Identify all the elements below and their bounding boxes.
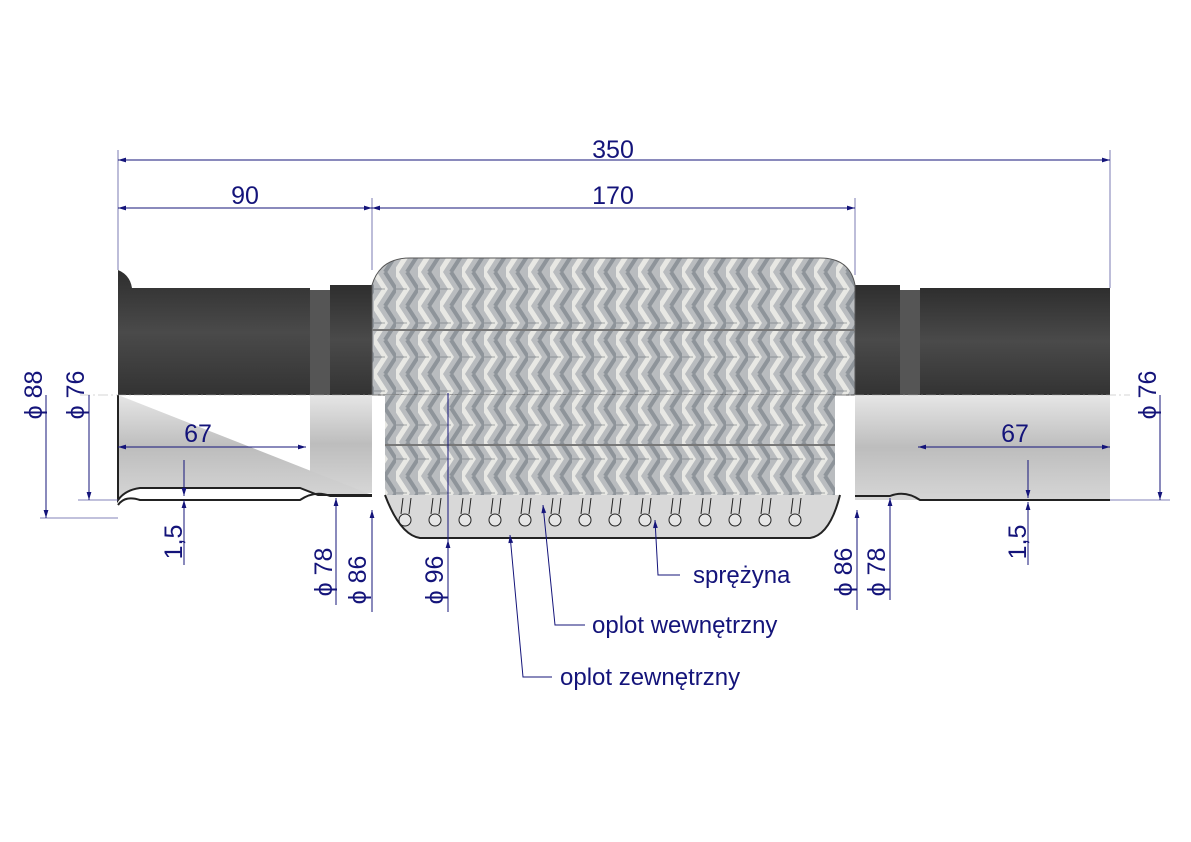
spring-coil <box>488 513 502 527</box>
callout-inner-braid: oplot wewnętrzny <box>592 612 777 639</box>
spring-coil <box>668 513 682 527</box>
spring-coil-leg <box>640 497 652 515</box>
spring-coil <box>698 513 712 527</box>
spring-coil-leg <box>760 497 772 515</box>
spring-coil <box>398 513 412 527</box>
spring-coil-leg <box>490 497 502 515</box>
dim-right-inner-sleeve-dia: ϕ 78 <box>863 548 891 597</box>
dim-left-inner-sleeve-dia: ϕ 78 <box>310 548 338 597</box>
dim-right-pipe-dia: ϕ 76 <box>1134 371 1162 420</box>
dim-braid-dia: ϕ 96 <box>421 556 449 605</box>
spring-coil-leg <box>730 497 742 515</box>
dim-braided-length: 170 <box>592 182 634 210</box>
spring-coil <box>758 513 772 527</box>
spring-coil-leg <box>550 497 562 515</box>
spring-coil-leg <box>520 497 532 515</box>
spring-coil-leg <box>670 497 682 515</box>
spring-coil <box>638 513 652 527</box>
dim-left-wall: 1,5 <box>160 525 188 560</box>
spring-coil-leg <box>400 497 412 515</box>
spring-coil <box>548 513 562 527</box>
spring-coil <box>578 513 592 527</box>
dim-left-outer-sleeve-dia: ϕ 86 <box>344 556 372 605</box>
dim-overall-length: 350 <box>592 136 634 164</box>
dim-right-wall: 1,5 <box>1004 525 1032 560</box>
dim-left-pipe-dia: ϕ 76 <box>62 371 90 420</box>
spring-coil <box>458 513 472 527</box>
spring-coil <box>608 513 622 527</box>
dim-left-inner-length: 67 <box>184 420 212 448</box>
dimension-lines <box>43 157 1163 678</box>
spring-coil-leg <box>610 497 622 515</box>
spring-coil <box>428 513 442 527</box>
spring-coil-leg <box>790 497 802 515</box>
callout-spring: sprężyna <box>693 562 791 589</box>
pipe-exterior <box>118 257 1110 396</box>
dim-right-inner-length: 67 <box>1001 420 1029 448</box>
spring-coil-leg <box>700 497 712 515</box>
spring-coils <box>398 497 802 527</box>
dim-left-flange-dia: ϕ 88 <box>20 371 48 420</box>
spring-coil <box>728 513 742 527</box>
spring-coil-leg <box>580 497 592 515</box>
dim-right-outer-sleeve-dia: ϕ 86 <box>830 548 858 597</box>
spring-coil-leg <box>460 497 472 515</box>
callout-outer-braid: oplot zewnętrzny <box>560 664 740 691</box>
dim-left-end-length: 90 <box>231 182 259 210</box>
spring-coil-leg <box>430 497 442 515</box>
spring-coil <box>788 513 802 527</box>
spring-coil <box>518 513 532 527</box>
